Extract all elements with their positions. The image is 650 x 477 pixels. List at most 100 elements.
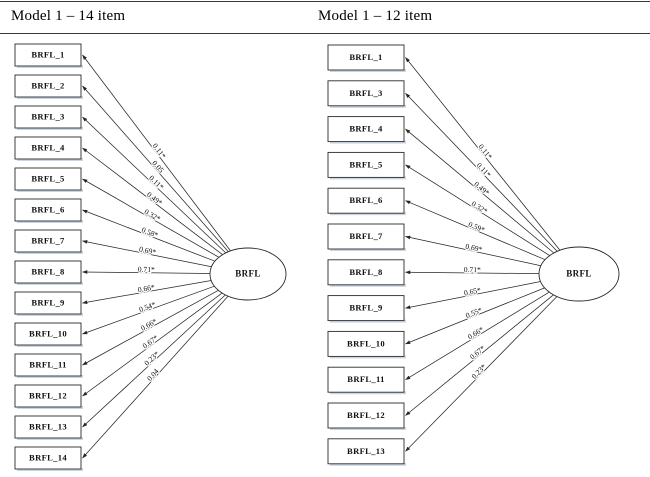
path-arrow (82, 294, 226, 428)
indicator-label: BRFL_5 (349, 159, 382, 169)
indicator-box-shadow (17, 251, 83, 254)
indicator-box-shadow (330, 248, 406, 251)
indicator-box[interactable] (327, 151, 405, 178)
path-coefficient-label: 0.66* (466, 325, 485, 342)
path-arrow (82, 116, 227, 254)
indicator-box-shadow (17, 220, 83, 223)
latent-variable-label: BRFL (566, 269, 592, 279)
path-coefficient-label: 0.66* (139, 317, 158, 333)
path-arrow (82, 280, 212, 305)
indicator-box-shadow (330, 176, 406, 180)
indicator-box-shadow (330, 104, 406, 108)
indicator-box-shadow (17, 344, 83, 347)
indicator-label: BRFL_3 (31, 111, 64, 121)
indicator-label: BRFL_8 (349, 267, 383, 277)
indicator-box[interactable] (327, 187, 405, 214)
indicator-box-shadow (330, 355, 406, 359)
indicator-label: BRFL_10 (347, 338, 385, 348)
indicator-label: BRFL_7 (349, 231, 383, 241)
indicator-box[interactable] (14, 105, 82, 129)
indicator-box[interactable] (327, 438, 405, 465)
indicator-box[interactable] (14, 384, 82, 408)
indicator-label: BRFL_5 (31, 173, 64, 183)
indicator-box[interactable] (14, 446, 82, 470)
indicator-box[interactable] (14, 291, 82, 315)
path-coefficient-halo: 0.71* (464, 265, 481, 274)
path-arrow (405, 296, 558, 452)
indicator-box[interactable] (14, 353, 82, 377)
indicator-box-shadow (330, 427, 406, 430)
indicator-box-shadow (330, 212, 406, 216)
indicator-box[interactable] (14, 136, 82, 160)
path-coefficient-label: 0.49* (145, 190, 164, 208)
indicator-box-shadow (17, 65, 83, 68)
path-arrow (405, 281, 541, 310)
indicator-label: BRFL_14 (29, 452, 67, 462)
indicator-box-shadow (17, 127, 83, 130)
path-coefficient-label: 0.59* (467, 220, 486, 235)
path-coefficient-label: 0.66* (137, 282, 156, 294)
indicator-label: BRFL_12 (29, 390, 67, 400)
indicator-box[interactable] (14, 229, 82, 253)
indicator-label: BRFL_13 (347, 446, 385, 456)
latent-variable-ellipse[interactable] (209, 247, 287, 301)
path-coefficient-label: 0.11* (477, 142, 495, 161)
indicator-box-shadow (17, 313, 83, 316)
path-coefficient-label: 0.32* (470, 199, 489, 216)
indicator-box-shadow (17, 189, 83, 192)
indicator-label: BRFL_4 (349, 124, 383, 134)
indicator-box[interactable] (14, 415, 82, 439)
indicator-box[interactable] (327, 80, 405, 107)
indicator-box[interactable] (14, 167, 82, 191)
indicator-box[interactable] (327, 223, 405, 250)
indicator-label: BRFL_6 (349, 195, 383, 205)
path-coefficient-label: 0.54* (138, 300, 157, 314)
path-coefficient-label: 0.69* (138, 244, 157, 256)
indicator-box-shadow (17, 282, 83, 285)
path-coefficient-halo: 0.66* (137, 282, 156, 294)
indicator-box-shadow (330, 462, 406, 466)
indicator-box[interactable] (327, 330, 405, 357)
latent-variable-ellipse[interactable] (538, 246, 620, 302)
path-arrow (82, 289, 219, 366)
indicator-label: BRFL_11 (29, 359, 66, 369)
panel-title-left: Model 1 – 14 item (11, 8, 126, 24)
indicator-box[interactable] (327, 295, 405, 322)
indicator-label: BRFL_8 (31, 266, 65, 276)
indicator-box[interactable] (14, 322, 82, 346)
indicator-label: BRFL_9 (349, 303, 382, 313)
path-diagram-right: BRFL_1BRFL_3BRFL_4BRFL_5BRFL_6BRFL_7BRFL… (327, 44, 620, 466)
indicator-box[interactable] (327, 44, 405, 71)
indicator-box-shadow (17, 468, 83, 471)
indicator-box[interactable] (14, 198, 82, 222)
indicator-label: BRFL_10 (29, 328, 67, 338)
indicator-label: BRFL_12 (347, 410, 385, 420)
path-arrow (82, 240, 212, 268)
indicator-label: BRFL_1 (349, 52, 382, 62)
indicator-box[interactable] (14, 43, 82, 67)
indicator-box-shadow (17, 96, 83, 99)
indicator-label: BRFL_6 (31, 204, 65, 214)
path-arrow (405, 164, 550, 256)
path-arrow (82, 147, 223, 255)
path-coefficient-label: 0.49* (472, 180, 491, 198)
indicator-label: BRFL_7 (31, 235, 65, 245)
indicator-box[interactable] (327, 366, 405, 393)
path-coefficient-label: 0.69* (465, 242, 484, 254)
header-rule-under-title (0, 33, 650, 34)
indicator-box[interactable] (14, 74, 82, 98)
path-coefficient-label: 0.04 (145, 367, 161, 383)
path-arrow (405, 270, 540, 275)
indicator-box[interactable] (327, 402, 405, 429)
indicator-box[interactable] (14, 260, 82, 284)
indicator-box[interactable] (327, 259, 405, 286)
indicator-box-shadow (330, 69, 406, 72)
indicator-box[interactable] (327, 116, 405, 143)
path-coefficient-label: 0.05 (150, 159, 166, 175)
indicator-label: BRFL_2 (31, 80, 64, 90)
indicator-box-shadow (17, 437, 83, 440)
path-arrow (405, 200, 546, 261)
latent-variable-label: BRFL (235, 269, 261, 279)
indicator-box-shadow (17, 406, 83, 409)
